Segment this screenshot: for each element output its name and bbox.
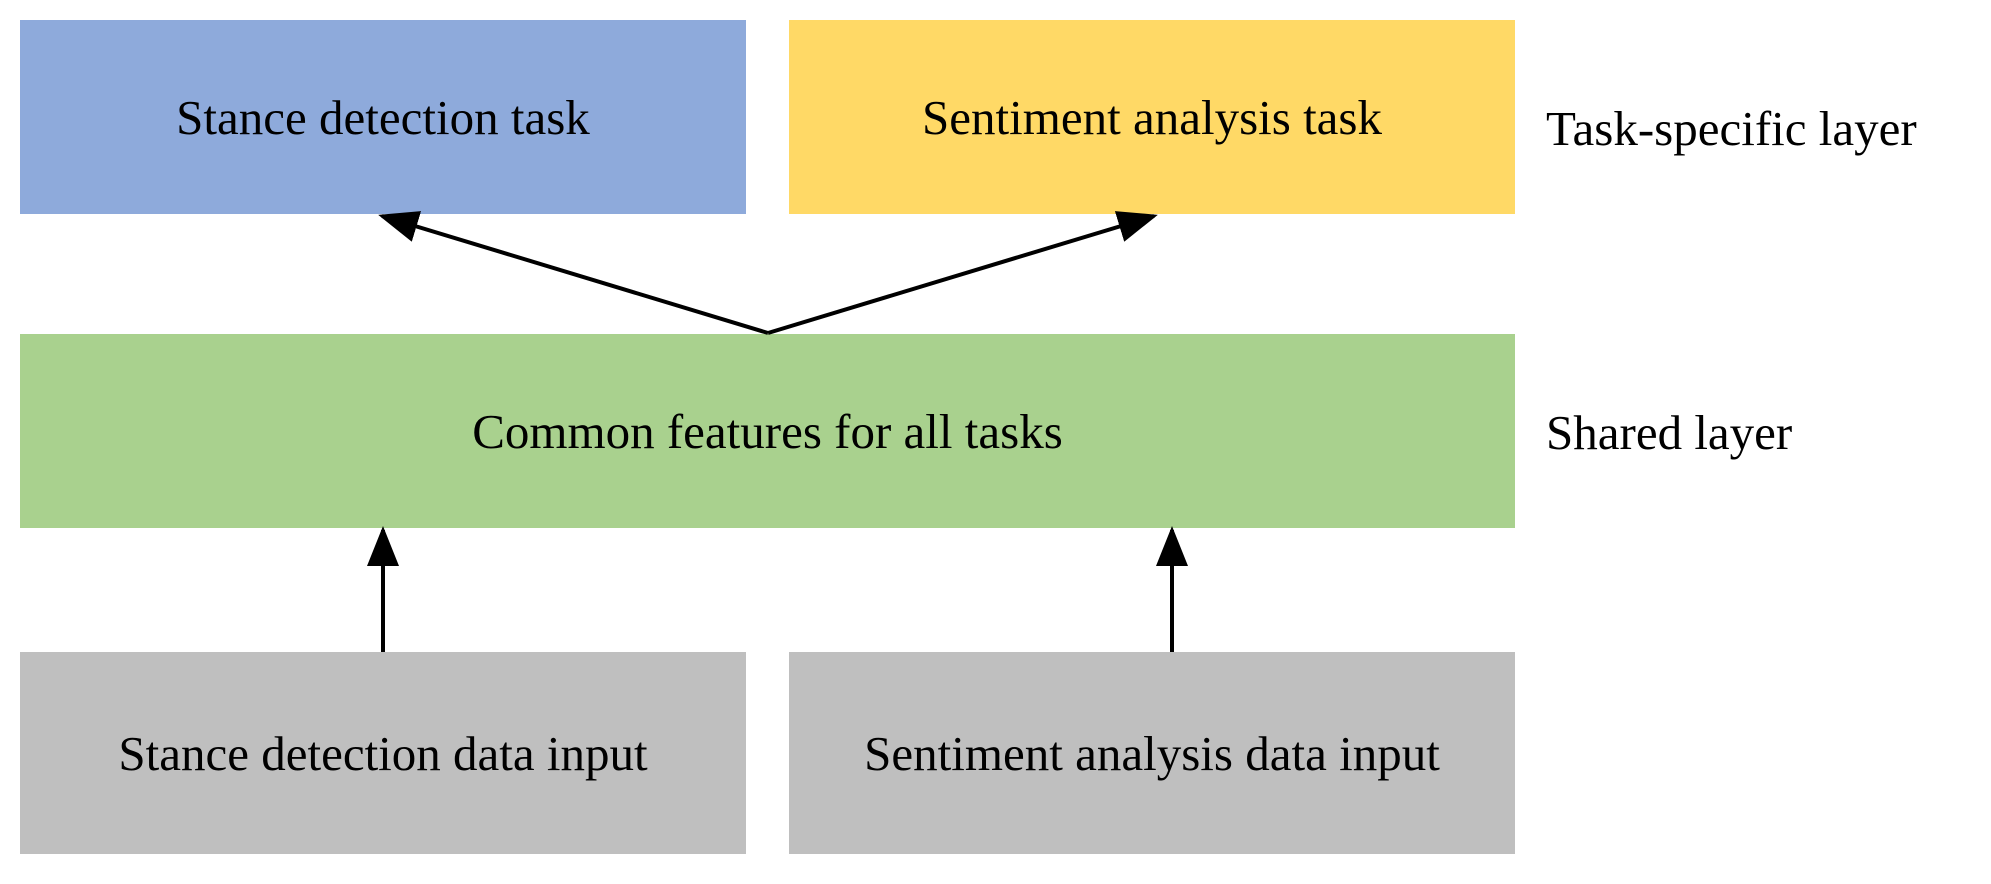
stance-detection-task-box: Stance detection task [20, 20, 746, 214]
sentiment-analysis-task-box: Sentiment analysis task [789, 20, 1515, 214]
sentiment-analysis-input-label: Sentiment analysis data input [864, 725, 1440, 781]
arrow-shared-to-sentiment-task [767, 211, 1158, 335]
stance-detection-input-box: Stance detection data input [20, 652, 746, 854]
stance-detection-task-label: Stance detection task [176, 89, 590, 145]
stance-detection-input-label: Stance detection data input [118, 725, 648, 781]
arrow-shared-to-stance-task [378, 211, 769, 335]
sentiment-analysis-task-label: Sentiment analysis task [922, 89, 1382, 145]
common-features-box: Common features for all tasks [20, 334, 1515, 528]
sentiment-analysis-input-box: Sentiment analysis data input [789, 652, 1515, 854]
shared-layer-label: Shared layer [1546, 405, 1793, 460]
common-features-label: Common features for all tasks [472, 403, 1063, 459]
task-specific-layer-label: Task-specific layer [1546, 101, 1917, 156]
